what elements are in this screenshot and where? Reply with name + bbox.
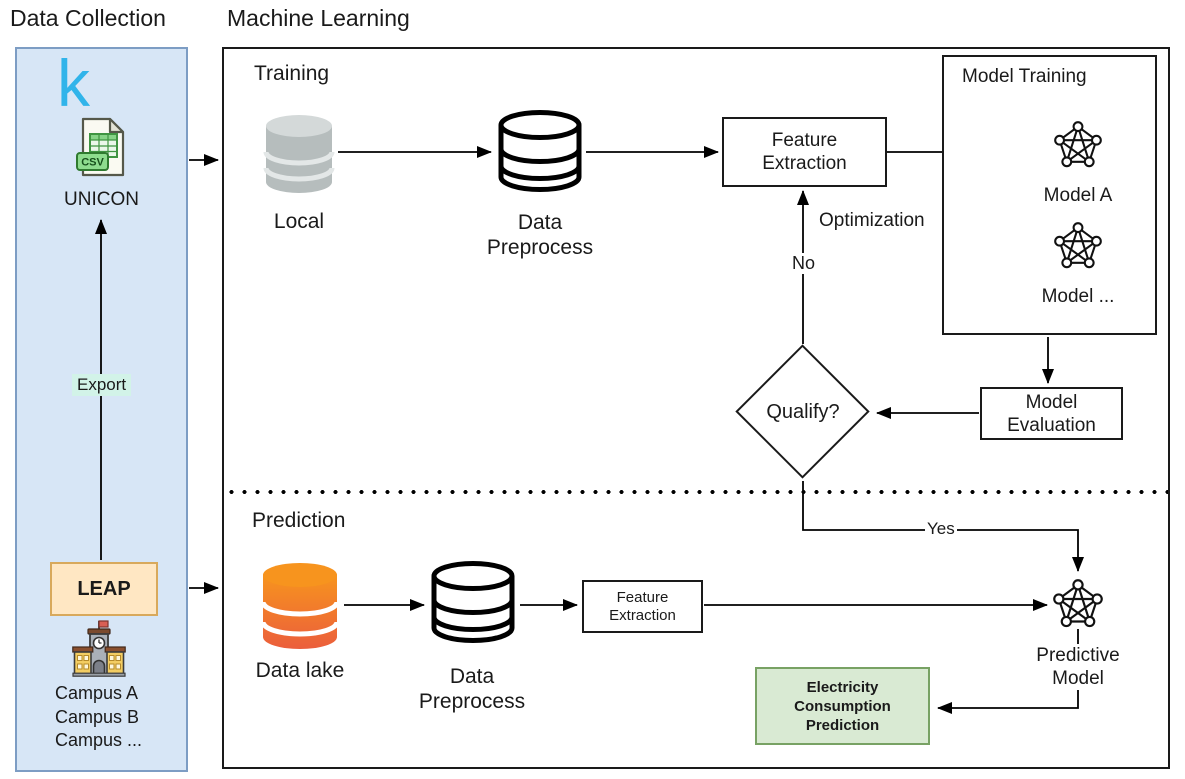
data-lake-label: Data lake <box>255 659 345 682</box>
export-label: Export <box>72 374 132 396</box>
optimization-label: Optimization <box>819 210 925 231</box>
model-more-network-icon <box>1054 221 1102 271</box>
training-section-label: Training <box>254 62 330 85</box>
section-divider-dotted <box>225 490 1168 494</box>
pred-preprocess-label: Data Preprocess <box>418 665 526 713</box>
campus-list: Campus A Campus B Campus ... <box>55 682 142 753</box>
header-data-collection: Data Collection <box>10 5 166 31</box>
pred-feature-extraction-box: Feature Extraction <box>582 580 703 633</box>
train-feature-extraction-box: Feature Extraction <box>722 117 887 187</box>
kibana-k-logo: k <box>57 46 90 120</box>
campus-item: Campus ... <box>55 730 143 750</box>
train-preprocess-database-icon <box>496 109 584 193</box>
model-evaluation-box: Model Evaluation <box>980 387 1123 440</box>
csv-file-icon: CSV <box>76 117 125 177</box>
local-label: Local <box>273 210 325 233</box>
electricity-prediction-output-box: Electricity Consumption Prediction <box>755 667 930 745</box>
unicon-label: UNICON <box>64 189 139 210</box>
train-preprocess-label: Data Preprocess <box>486 211 594 259</box>
campus-item: Campus B <box>55 706 140 727</box>
model-more-label: Model ... <box>1041 286 1115 307</box>
pred-preprocess-database-icon <box>429 560 517 644</box>
svg-text:CSV: CSV <box>81 157 104 169</box>
leap-box: LEAP <box>50 562 158 616</box>
yes-label: Yes <box>925 519 957 539</box>
campus-item: Campus A <box>55 683 139 703</box>
local-database-icon <box>263 115 335 193</box>
no-label: No <box>790 253 818 274</box>
model-a-label: Model A <box>1043 185 1113 206</box>
model-training-label: Model Training <box>962 66 1087 87</box>
predictive-model-label: Predictive Model <box>1032 644 1124 690</box>
data-lake-database-icon <box>260 563 340 649</box>
school-building-icon <box>72 620 126 677</box>
model-a-network-icon <box>1054 120 1102 170</box>
header-machine-learning: Machine Learning <box>227 5 410 31</box>
qualify-label: Qualify? <box>766 401 840 423</box>
predictive-model-network-icon <box>1053 579 1103 629</box>
model-training-box <box>942 55 1157 335</box>
prediction-section-label: Prediction <box>252 509 346 532</box>
leap-label: LEAP <box>77 577 131 600</box>
